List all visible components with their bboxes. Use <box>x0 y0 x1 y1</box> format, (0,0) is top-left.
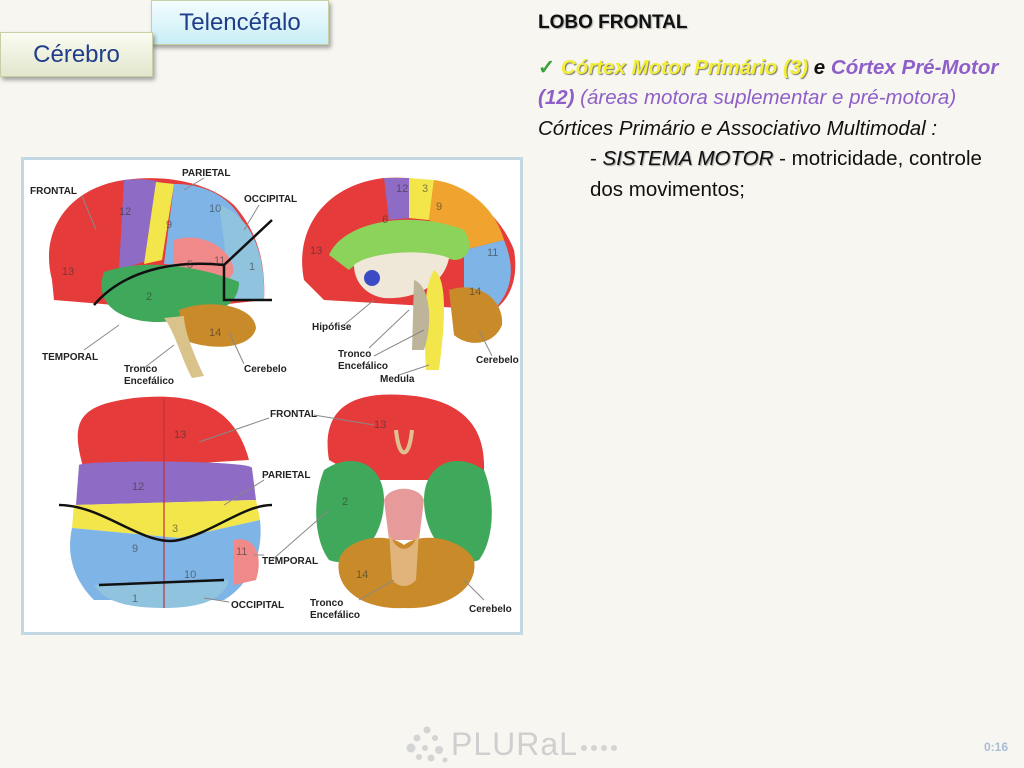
area-13-inferior: 13 <box>374 419 386 431</box>
area-12-superior: 12 <box>132 481 144 493</box>
area-10-superior: 10 <box>184 569 196 581</box>
area-14-medial: 14 <box>469 286 481 298</box>
area-2-lateral: 2 <box>146 291 152 303</box>
sub-bullet-dash: - <box>590 147 597 170</box>
areas-description: (áreas motora suplementar e pré-motora) <box>580 86 957 109</box>
conjunction-e: e <box>813 55 826 79</box>
label-temporal-superior: TEMPORAL <box>262 556 318 567</box>
sub-bullet: - SISTEMA MOTOR - motricidade, controle … <box>538 144 1008 205</box>
area-3-superior: 3 <box>172 523 178 535</box>
label-frontal-lateral: FRONTAL <box>30 186 77 197</box>
label-hipofise: Hipófise <box>312 322 352 333</box>
sistema-motor-description: - motricidade, controle dos movimentos; <box>590 147 982 201</box>
label-encefalico-medial: Encefálico <box>338 361 388 372</box>
label-tronco-lateral: Tronco <box>124 364 157 375</box>
area-6-medial: 6 <box>382 214 388 226</box>
area-9-lateral: 9 <box>166 219 172 231</box>
cortex-motor-primario: Córtex Motor Primário <box>560 55 778 79</box>
label-tronco-inferior: Tronco <box>310 598 343 609</box>
brain-lateral-view <box>48 177 273 378</box>
brain-lobes-figure: FRONTAL PARIETAL OCCIPITAL TEMPORAL Tron… <box>21 157 523 635</box>
area-14-lateral: 14 <box>209 327 221 339</box>
area-5-lateral: 5 <box>187 259 193 271</box>
label-occipital-lateral: OCCIPITAL <box>244 194 297 205</box>
area-1-superior: 1 <box>132 593 138 605</box>
label-occipital-superior: OCCIPITAL <box>231 600 284 611</box>
area-12-medial: 12 <box>396 183 408 195</box>
tab-cerebro-label: Cérebro <box>33 40 120 68</box>
area-9-superior: 9 <box>132 543 138 555</box>
logo-text: PLURaL <box>451 725 578 762</box>
tab-telencefalo[interactable]: Telencéfalo <box>151 0 329 45</box>
area-11-medial: 11 <box>487 247 498 259</box>
sistema-motor: SISTEMA MOTOR <box>602 147 774 170</box>
area-10-lateral: 10 <box>209 203 221 215</box>
label-parietal-lateral: PARIETAL <box>182 168 231 179</box>
brain-medial-view <box>302 177 516 376</box>
area-11-lateral: 11 <box>214 255 225 267</box>
area-9-medial: 9 <box>436 201 442 213</box>
brain-illustration: FRONTAL PARIETAL OCCIPITAL TEMPORAL Tron… <box>30 168 519 621</box>
tab-telencefalo-label: Telencéfalo <box>179 8 301 36</box>
logo-trailing-dots-icon <box>580 745 617 751</box>
bullet-paragraph: ✓ Córtex Motor Primário (3) e Córtex Pré… <box>538 53 1008 145</box>
logo-dots-icon <box>406 726 448 763</box>
area-3-medial: 3 <box>422 183 428 195</box>
cortices-description: Córtices Primário e Associativo Multimod… <box>538 116 938 140</box>
brain-superior-view <box>58 396 273 608</box>
slide-text: LOBO FRONTAL ✓ Córtex Motor Primário (3)… <box>538 8 1008 205</box>
area-13-medial: 13 <box>310 245 322 257</box>
label-medula: Medula <box>380 374 415 385</box>
label-tronco-medial: Tronco <box>338 349 371 360</box>
label-cerebelo-lateral: Cerebelo <box>244 364 287 375</box>
area-13-lateral: 13 <box>62 266 74 278</box>
label-encefalico-lateral: Encefálico <box>124 376 174 387</box>
section-title: LOBO FRONTAL <box>538 12 688 33</box>
area-14-inferior: 14 <box>356 569 368 581</box>
label-temporal-lateral: TEMPORAL <box>42 352 98 363</box>
area-11-superior: 11 <box>236 546 247 558</box>
label-cerebelo-inferior: Cerebelo <box>469 604 512 615</box>
brain-inferior-view <box>271 394 492 609</box>
label-frontal-superior: FRONTAL <box>270 409 317 420</box>
label-parietal-superior: PARIETAL <box>262 470 311 481</box>
tab-cerebro[interactable]: Cérebro <box>0 32 153 77</box>
label-cerebelo-medial: Cerebelo <box>476 355 519 366</box>
area-2-inferior: 2 <box>342 496 348 508</box>
area-number-3: (3) <box>783 55 809 79</box>
slide-timestamp: 0:16 <box>983 740 1008 754</box>
area-1-lateral: 1 <box>249 261 255 273</box>
check-icon: ✓ <box>538 55 556 79</box>
area-number-12: (12) <box>538 86 575 109</box>
area-12-lateral: 12 <box>119 206 131 218</box>
plural-logo: PLURaL <box>405 722 618 766</box>
label-encefalico-inferior: Encefálico <box>310 610 360 621</box>
cortex-pre-motor: Córtex Pré-Motor <box>830 55 999 79</box>
area-13-superior: 13 <box>174 429 186 441</box>
